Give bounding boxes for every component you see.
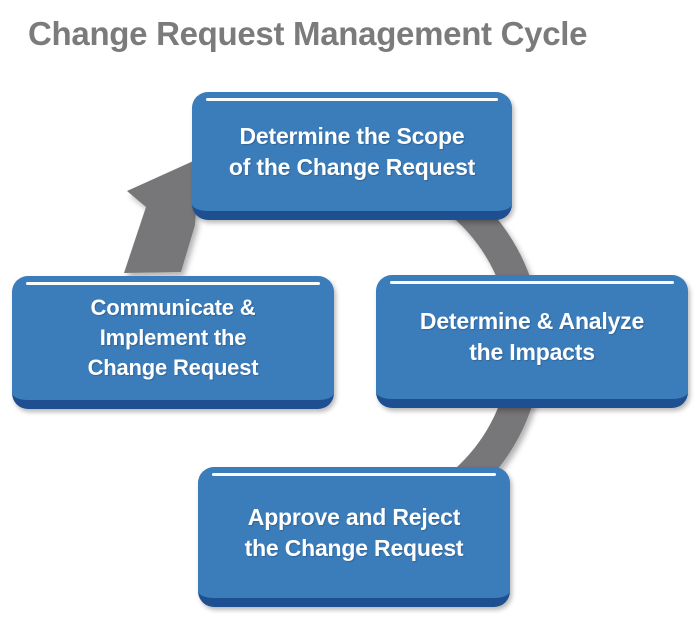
cycle-arrowhead <box>124 158 200 273</box>
cycle-node-determine-analyze-impacts[interactable]: Determine & Analyze the Impacts <box>376 275 688 408</box>
cycle-node-determine-scope[interactable]: Determine the Scope of the Change Reques… <box>192 92 512 220</box>
cycle-node-communicate-implement[interactable]: Communicate & Implement the Change Reque… <box>12 276 334 409</box>
cycle-node-label: Communicate & Implement the Change Reque… <box>87 295 259 380</box>
page-title: Change Request Management Cycle <box>28 15 588 52</box>
cycle-node-label: Determine the Scope of the Change Reques… <box>228 122 476 180</box>
cycle-node-label: Approve and Reject the Change Request <box>244 503 464 561</box>
cycle-node-label: Determine & Analyze the Impacts <box>419 308 645 365</box>
cycle-node-approve-reject[interactable]: Approve and Reject the Change Request <box>198 467 510 607</box>
